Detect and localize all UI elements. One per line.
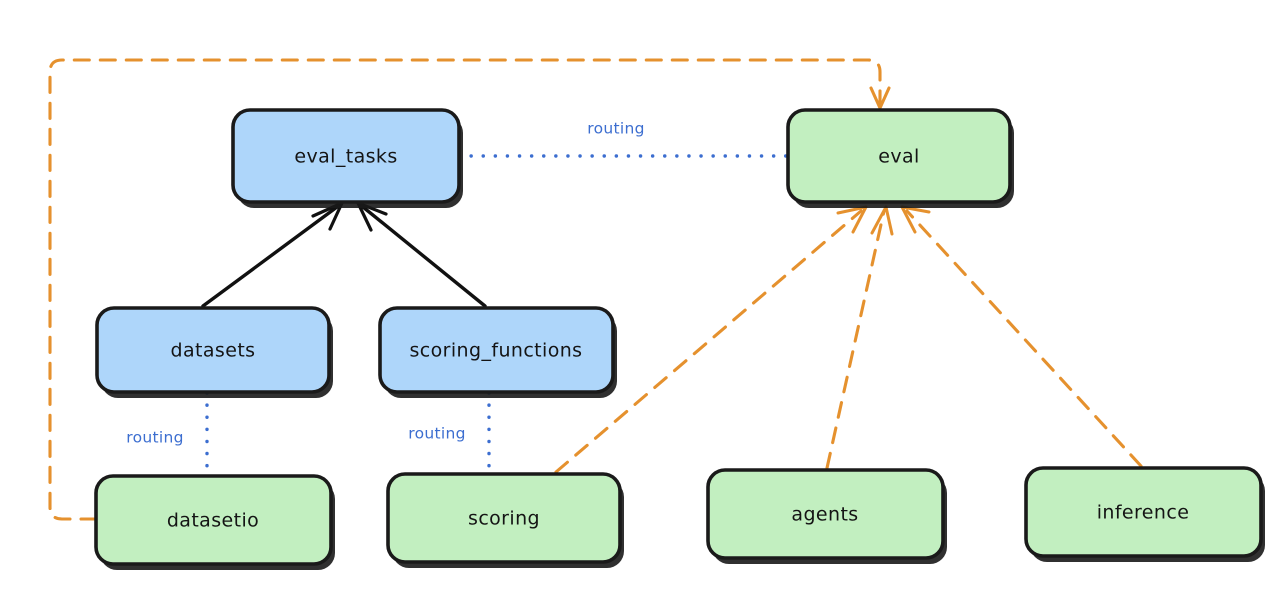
- node-scoring[interactable]: scoring: [386, 472, 624, 568]
- edge-datasets-to-eval_tasks: [201, 201, 344, 308]
- node-label: scoring: [468, 508, 540, 530]
- edge-path: [48, 58, 882, 521]
- edge-label-routing-eval: routing: [587, 120, 645, 138]
- edge-datasets-to-datasetio: routing: [126, 391, 209, 478]
- edge-layer: routing routing routing: [48, 58, 1143, 521]
- node-body: [95, 306, 331, 394]
- node-label: inference: [1097, 502, 1190, 524]
- edge-label-routing-scoring: routing: [408, 425, 466, 443]
- node-label: scoring_functions: [410, 340, 583, 362]
- edge-scoring_functions-to-eval_tasks: [356, 201, 487, 308]
- node-body: [378, 306, 615, 394]
- node-body: [94, 474, 333, 566]
- edge-inference-to-eval: [900, 205, 1143, 468]
- node-scoring_functions[interactable]: scoring_functions: [378, 306, 617, 398]
- node-agents[interactable]: agents: [706, 468, 947, 564]
- edge-eval_tasks-to-eval: routing: [457, 120, 789, 158]
- edge-path: [905, 209, 1143, 468]
- edge-path: [361, 205, 487, 308]
- node-layer: eval_tasks eval datasets scoring_functio…: [94, 108, 1265, 570]
- node-body: [231, 108, 461, 204]
- node-datasets[interactable]: datasets: [95, 306, 333, 398]
- arrowhead: [870, 205, 894, 236]
- node-label: datasetio: [167, 510, 259, 532]
- node-body: [386, 472, 622, 564]
- node-label: eval_tasks: [294, 146, 397, 168]
- arrowhead: [869, 86, 891, 110]
- node-body: [786, 108, 1012, 204]
- node-label: datasets: [171, 340, 256, 362]
- node-inference[interactable]: inference: [1024, 466, 1265, 562]
- edge-path: [554, 209, 863, 474]
- node-body: [1024, 466, 1263, 558]
- edge-path: [201, 205, 339, 308]
- node-label: eval: [878, 146, 919, 168]
- node-body: [706, 468, 945, 560]
- edge-scoring_functions-to-scoring: routing: [408, 391, 491, 476]
- edge-datasetio-to-eval: [48, 58, 891, 521]
- node-label: agents: [791, 504, 858, 526]
- node-eval[interactable]: eval: [786, 108, 1014, 208]
- node-eval_tasks[interactable]: eval_tasks: [231, 108, 463, 208]
- node-datasetio[interactable]: datasetio: [94, 474, 335, 570]
- edge-agents-to-eval: [825, 205, 894, 470]
- edge-path: [825, 209, 886, 470]
- edge-label-routing-datasetio: routing: [126, 429, 184, 447]
